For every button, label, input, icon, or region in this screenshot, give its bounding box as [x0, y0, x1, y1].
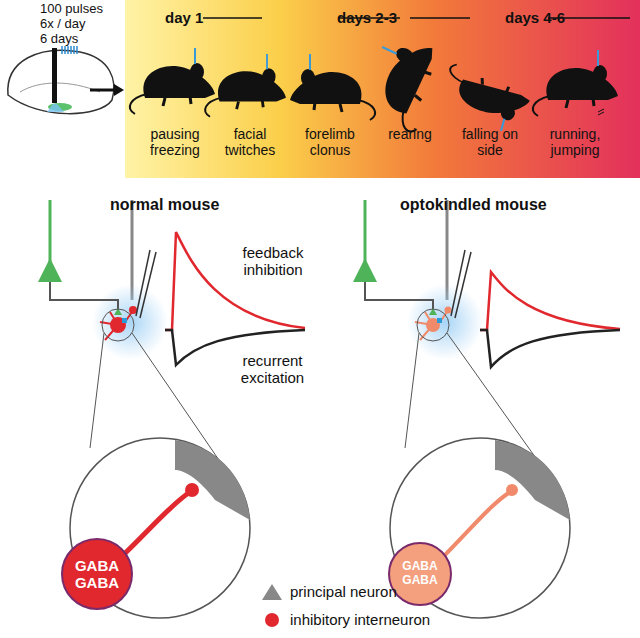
interneuron-soma: GABA GABA: [388, 542, 452, 606]
legend-text: inhibitory interneuron: [290, 611, 430, 628]
behavior-label: rearing: [372, 126, 448, 142]
legend-sample: [262, 584, 282, 600]
behavior-label: facial twitches: [212, 126, 288, 158]
progression-band: day 1 days 2-3 days 4-6 pausing freezingfac…: [125, 0, 640, 178]
text-label: 6x / day: [40, 17, 86, 32]
gaba-label: GABA GABA: [73, 557, 121, 592]
day-label: days 2-3: [337, 9, 397, 26]
legend-sample: [265, 613, 279, 627]
behavior-label: forelimb clonus: [292, 126, 368, 158]
text-label: recurrent excitation: [225, 352, 320, 387]
text-label: 6 days: [40, 32, 78, 47]
legend-text: principal neuron: [290, 583, 397, 600]
text-label: feedback inhibition: [228, 244, 318, 279]
day-label: day 1: [165, 9, 203, 26]
behavior-label: falling on side: [452, 126, 528, 158]
day-label: days 4-6: [505, 9, 565, 26]
text-label: 100 pulses: [40, 2, 103, 17]
text-label: normal mouse: [110, 196, 219, 214]
interneuron-soma: GABA GABA: [61, 538, 133, 610]
text-label: optokindled mouse: [400, 196, 547, 214]
gaba-label: GABA GABA: [401, 560, 439, 588]
behavior-label: pausing freezing: [137, 126, 213, 158]
behavior-label: running, jumping: [537, 126, 613, 158]
